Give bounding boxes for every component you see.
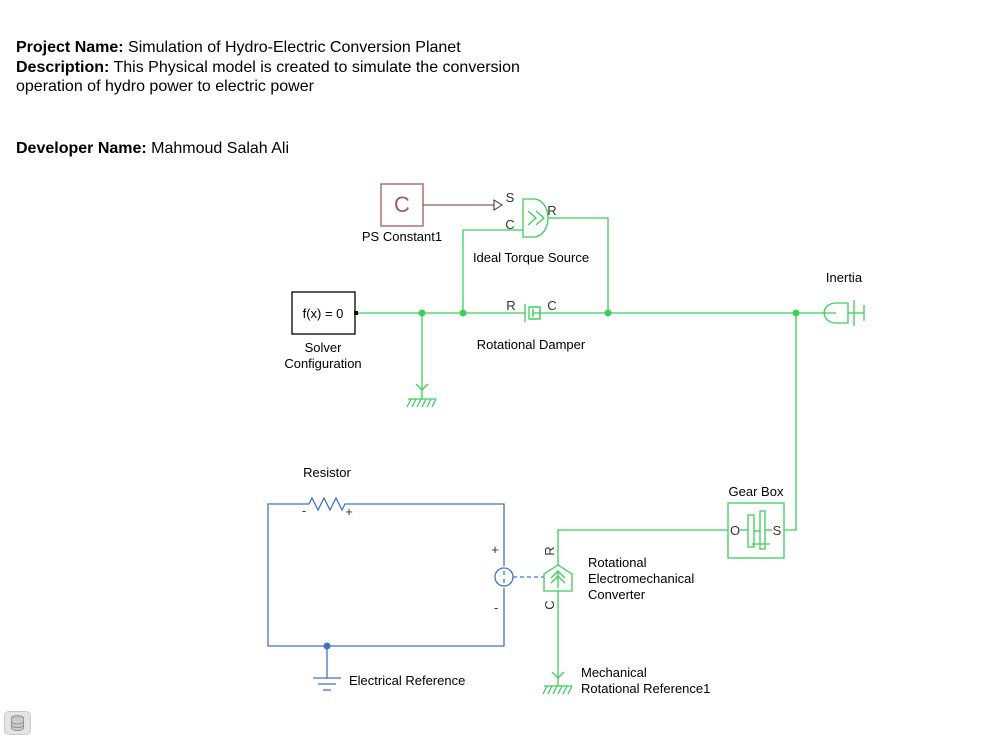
junction-dot [604, 309, 612, 317]
rotational-damper-block[interactable]: R C Rotational Damper [477, 298, 586, 352]
solver-expression: f(x) = 0 [303, 306, 344, 321]
signal-arrow-icon [493, 199, 503, 211]
developer-line: Developer Name: Mahmoud Salah Ali [16, 139, 289, 159]
solver-label-line1: Solver [305, 340, 343, 355]
port-s-label: S [773, 523, 782, 538]
mech-reference-label-line1: Mechanical [581, 665, 647, 680]
port-r-label: R [547, 203, 556, 218]
ps-constant-glyph: C [394, 192, 410, 217]
junction-dot [323, 642, 331, 650]
mechanical-reference1-block[interactable]: Mechanical Rotational Reference1 [542, 665, 710, 696]
resistor-label: Resistor [303, 465, 351, 480]
gear-box-block[interactable]: O S Gear Box [727, 484, 785, 559]
project-name-line: Project Name: Simulation of Hydro-Electr… [16, 38, 576, 58]
developer-label: Developer Name: [16, 140, 147, 157]
solver-label-line2: Configuration [284, 356, 361, 371]
electromechanical-converter-block[interactable]: + - R C Rotational Electromechanical Con… [491, 542, 694, 615]
ps-constant-block[interactable]: C PS Constant1 [362, 183, 442, 244]
resistor-minus-label: - [302, 503, 306, 518]
converter-plus-label: + [491, 542, 499, 557]
port-r-label: R [542, 546, 557, 555]
developer-value: Mahmoud Salah Ali [151, 140, 290, 157]
description-value: This Physical model is created to simula… [16, 58, 520, 96]
database-icon-glyph [11, 715, 24, 731]
electrical-reference-block[interactable]: Electrical Reference [313, 668, 465, 691]
ps-constant-label: PS Constant1 [362, 229, 442, 244]
description-label: Description: [16, 58, 110, 76]
database-icon[interactable] [4, 711, 31, 735]
converter-minus-label: - [494, 600, 498, 615]
mech-reference-label-line2: Rotational Reference1 [581, 681, 710, 696]
mechanical-connections [358, 217, 836, 678]
connection-line[interactable] [350, 503, 505, 566]
junction-dot [792, 309, 800, 317]
resistor-plus-label: + [345, 504, 353, 519]
inertia-block[interactable]: Inertia [823, 270, 865, 326]
electrical-connections [267, 503, 505, 668]
connection-line[interactable] [548, 217, 609, 313]
electrical-reference-label: Electrical Reference [349, 673, 465, 688]
port-c-label: C [542, 600, 557, 609]
junction-dot [418, 309, 426, 317]
connection-line[interactable] [462, 229, 523, 313]
ideal-torque-source-label: Ideal Torque Source [473, 250, 589, 265]
inertia-label: Inertia [826, 270, 863, 285]
converter-label-line2: Electromechanical [588, 571, 694, 586]
description-line: Description: This Physical model is crea… [16, 58, 576, 97]
connection-line[interactable] [784, 313, 797, 531]
ideal-torque-source-block[interactable]: S C R Ideal Torque Source [473, 190, 589, 265]
port-s-label: S [506, 190, 515, 205]
solver-port [354, 311, 358, 315]
connection-line[interactable] [267, 503, 505, 647]
port-c-label: C [547, 298, 556, 313]
converter-label-line1: Rotational [588, 555, 647, 570]
port-c-label: C [505, 217, 514, 232]
model-description: Project Name: Simulation of Hydro-Electr… [16, 38, 576, 97]
connection-line[interactable] [557, 529, 728, 565]
mechanical-reference-block[interactable] [406, 383, 437, 408]
solver-configuration-block[interactable]: f(x) = 0 Solver Configuration [284, 291, 362, 371]
port-o-label: O [730, 523, 740, 538]
port-r-label: R [506, 298, 515, 313]
junction-dot [459, 309, 467, 317]
gear-box-label: Gear Box [729, 484, 784, 499]
resistor-block[interactable]: - + Resistor [302, 465, 353, 519]
rotational-damper-label: Rotational Damper [477, 337, 586, 352]
project-name-value: Simulation of Hydro-Electric Conversion … [128, 39, 461, 56]
converter-label-line3: Converter [588, 587, 646, 602]
project-name-label: Project Name: [16, 39, 124, 56]
